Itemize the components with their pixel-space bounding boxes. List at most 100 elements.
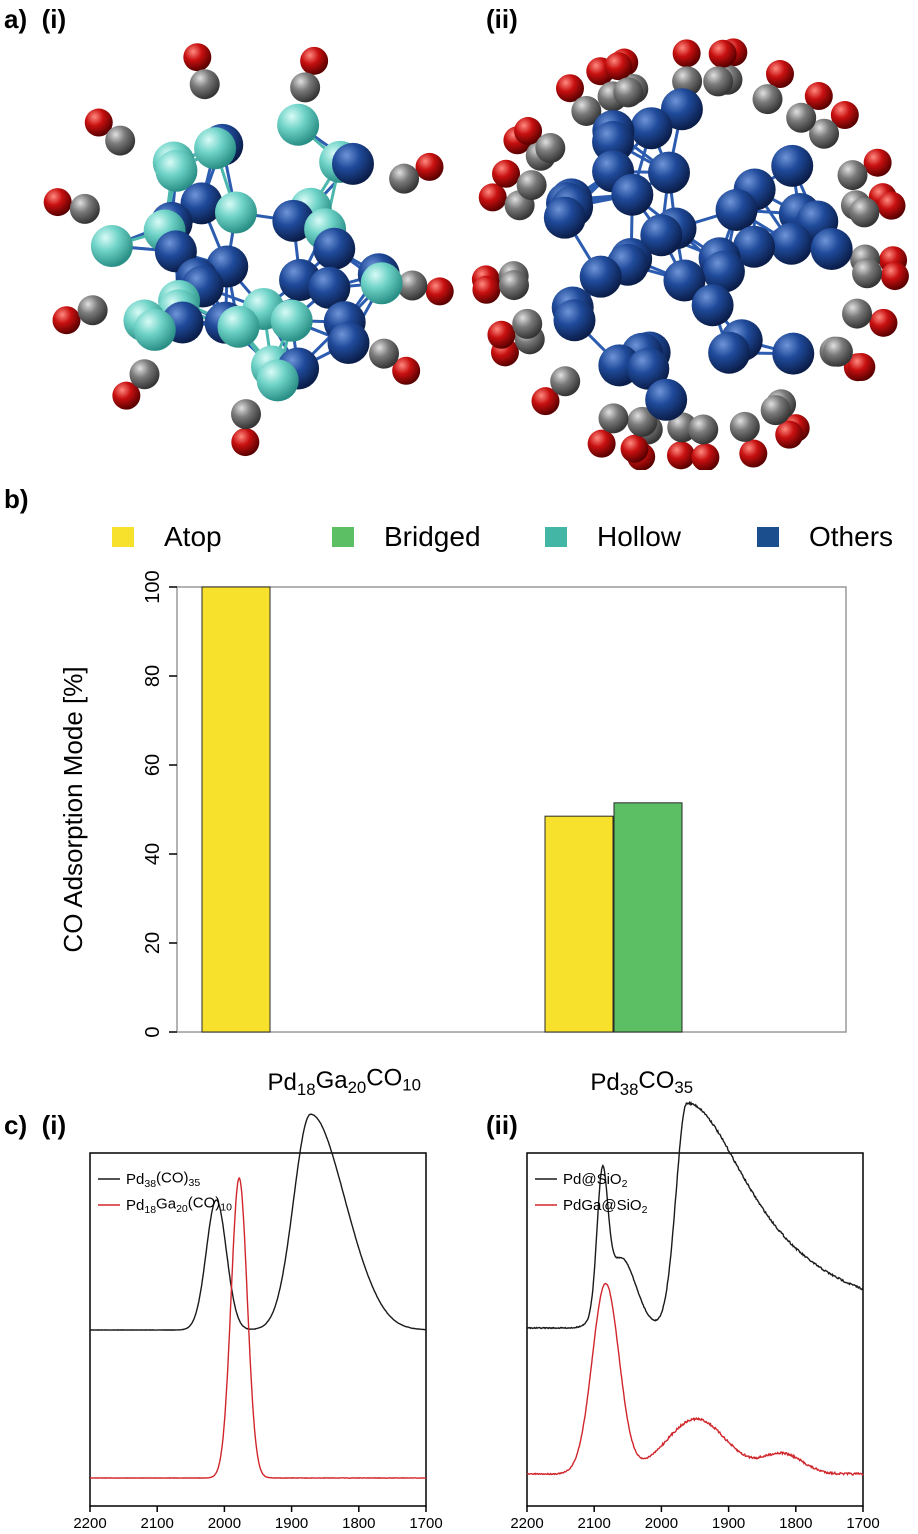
carbon-atom: [760, 395, 791, 426]
carbon-atom: [852, 258, 883, 289]
bar-atop-0: [201, 586, 271, 1033]
gallium-atom: [214, 191, 257, 234]
cluster-pd18ga20co10: [43, 43, 454, 457]
palladium-atom: [770, 222, 813, 265]
carbon-atom: [550, 366, 581, 397]
y-axis-title: CO Adsorption Mode [%]: [58, 666, 88, 952]
palladium-atom: [708, 331, 751, 374]
carbon-atom: [516, 170, 547, 201]
plot-frame: [176, 586, 847, 1033]
gallium-atom: [90, 225, 133, 268]
carbon-atom: [290, 72, 321, 103]
spectrum-frame: [526, 1152, 864, 1507]
palladium-atom: [733, 225, 776, 268]
carbon-atom: [729, 411, 760, 442]
oxygen-atom: [604, 52, 633, 81]
oxygen-atom: [555, 74, 584, 103]
carbon-atom: [809, 118, 840, 149]
oxygen-atom: [112, 381, 141, 410]
palladium-atom: [272, 199, 315, 242]
carbon-atom: [512, 308, 543, 339]
gallium-atom: [360, 262, 403, 305]
legend-label: Bridged: [384, 521, 481, 552]
palladium-atom: [327, 321, 370, 364]
carbon-atom: [77, 295, 108, 326]
spectrum-line-1: [90, 1176, 427, 1480]
oxygen-atom: [415, 152, 444, 181]
legend-swatch: [545, 527, 567, 547]
palladium-atom: [772, 332, 815, 375]
panel-sub-a-i: (i): [41, 4, 67, 34]
oxygen-atom: [472, 275, 501, 304]
palladium-atom: [647, 151, 690, 194]
molecular-models: [43, 38, 909, 470]
x-tick-label: 1900: [275, 1515, 308, 1532]
oxygen-atom: [531, 387, 560, 416]
spectrum-line-0: [89, 1113, 427, 1331]
palladium-atom: [308, 266, 351, 309]
carbon-atom: [499, 270, 530, 301]
panel-label-b: b): [4, 484, 29, 515]
oxygen-atom: [691, 443, 720, 470]
x-tick-label: 2200: [73, 1515, 106, 1532]
gallium-atom: [217, 305, 260, 348]
panel-sub-c-i: (i): [41, 1110, 67, 1140]
y-tick-label: 0: [142, 1026, 164, 1037]
gallium-atom: [256, 359, 299, 402]
panel-sub-a-ii: (ii): [486, 4, 518, 34]
palladium-atom: [663, 259, 706, 302]
oxygen-atom: [52, 306, 81, 335]
y-tick-label: 80: [142, 665, 164, 687]
oxygen-atom: [487, 320, 516, 349]
legend-item-atop: Atop: [112, 521, 222, 552]
x-tick-label: 2200: [510, 1515, 543, 1532]
panel-label-a-ii: (ii): [486, 4, 518, 35]
spectrum-legend-label: Pd18Ga20(CO)10: [126, 1194, 232, 1216]
x-tick-label: 2100: [578, 1515, 611, 1532]
oxygen-atom: [666, 441, 695, 470]
palladium-atom: [810, 228, 853, 271]
gallium-atom: [194, 127, 237, 170]
palladium-atom: [180, 182, 223, 225]
bar-atop-1: [544, 815, 614, 1033]
oxygen-atom: [492, 159, 521, 188]
palladium-atom: [543, 196, 586, 239]
panel-letter-a: a): [4, 4, 28, 34]
y-tick-label: 60: [142, 754, 164, 776]
x-tick-label: 1800: [342, 1515, 375, 1532]
palladium-atom: [645, 378, 688, 421]
legend-label: Hollow: [597, 521, 682, 552]
carbon-atom: [703, 66, 734, 97]
palladium-atom: [630, 107, 673, 150]
oxygen-atom: [183, 43, 212, 72]
oxygen-atom: [869, 308, 898, 337]
panel-sub-c-ii: (ii): [486, 1110, 518, 1140]
oxygen-atom: [425, 277, 454, 306]
panel-letter-c: c): [4, 1110, 28, 1140]
x-tick-label: 1700: [846, 1515, 879, 1532]
oxygen-atom: [587, 429, 616, 458]
carbon-atom: [389, 163, 420, 194]
panel-label-c: c) (i): [4, 1110, 66, 1141]
palladium-atom: [313, 227, 356, 270]
palladium-atom: [579, 255, 622, 298]
carbon-atom: [613, 77, 644, 108]
oxygen-atom: [43, 188, 72, 217]
carbon-atom: [129, 359, 160, 390]
oxygen-atom: [84, 108, 113, 137]
oxygen-atom: [847, 353, 876, 382]
carbon-atom: [69, 193, 100, 224]
palladium-atom: [702, 250, 745, 293]
legend-swatch: [112, 527, 134, 547]
y-tick-label: 20: [142, 932, 164, 954]
palladium-atom: [592, 120, 635, 163]
oxygen-atom: [877, 191, 906, 220]
category-label-1: Pd38CO35: [590, 1067, 693, 1099]
y-tick-label: 40: [142, 843, 164, 865]
gallium-atom: [270, 299, 313, 342]
carbon-atom: [105, 125, 136, 156]
carbon-atom: [189, 69, 220, 100]
